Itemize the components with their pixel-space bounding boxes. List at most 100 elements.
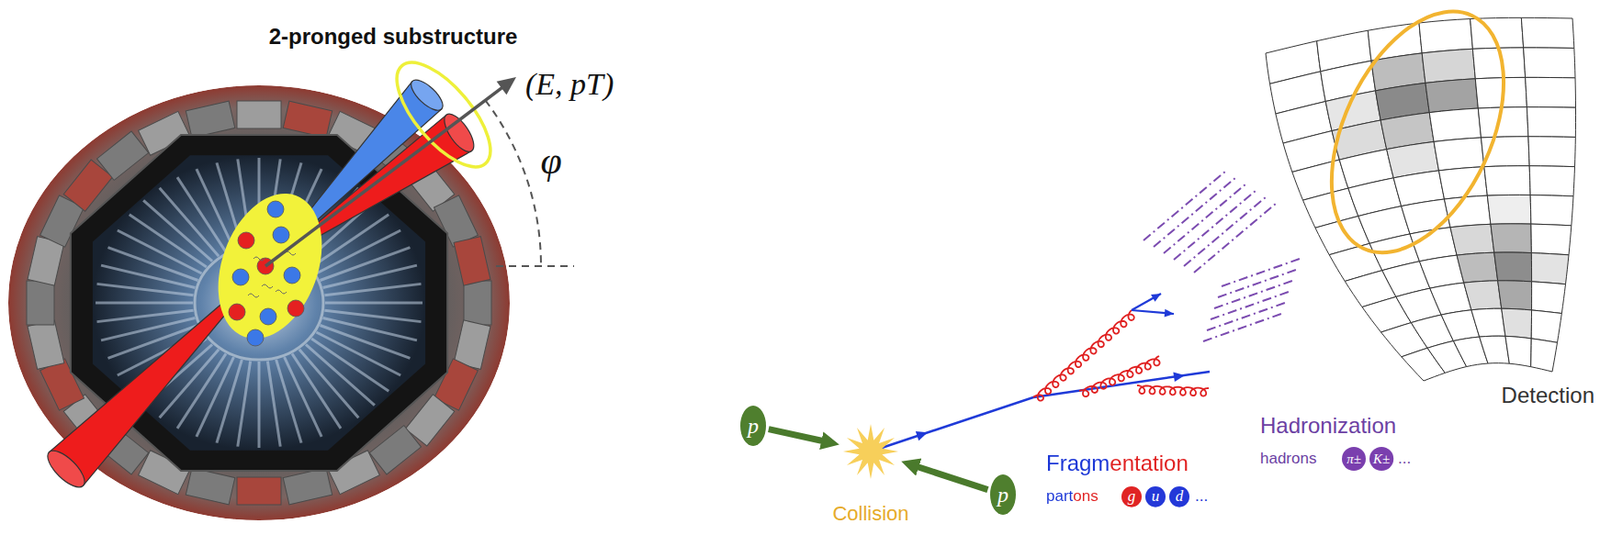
hadron-dot <box>247 329 264 347</box>
detector-strut <box>177 353 226 429</box>
gluon-curl <box>1033 310 1135 402</box>
calorimeter-grid <box>1265 17 1577 382</box>
detector-strut <box>97 310 194 322</box>
momentum-label: (E, pT) <box>525 66 614 102</box>
gluon-squiggle <box>261 284 273 289</box>
hadron-dot <box>283 267 301 284</box>
ellipsis: ... <box>1397 450 1411 469</box>
particle-symbol: p <box>997 483 1009 508</box>
detector-panel <box>453 236 491 286</box>
jet-cone-end <box>406 75 449 116</box>
event-label: Collision <box>832 503 909 526</box>
detector-strut <box>267 360 281 447</box>
calorimeter-cell <box>1419 19 1473 54</box>
jet-cone-end <box>439 109 480 157</box>
quark-arrowhead <box>915 431 928 441</box>
calorimeter-cell <box>1531 253 1569 285</box>
hadron-dot <box>267 201 284 218</box>
hadron-circle-outline <box>1341 447 1366 472</box>
detector-photo <box>8 85 510 521</box>
detector-panel <box>463 281 492 326</box>
proton-ellipse: p <box>740 405 767 447</box>
angle-label: φ <box>540 138 562 183</box>
hadron-track <box>1194 202 1277 273</box>
calorimeter-cell <box>1490 224 1532 254</box>
calorimeter-cell <box>1471 308 1506 338</box>
calorimeter-cell <box>1425 78 1478 113</box>
hadron-track <box>1183 196 1267 267</box>
parton-circle-outline <box>1145 486 1166 508</box>
detector-strut <box>101 318 195 341</box>
detector-rim <box>8 85 510 521</box>
calorimeter-cell <box>1421 48 1476 83</box>
hadron-dot <box>232 269 249 286</box>
detector-strut <box>216 360 242 444</box>
detector-strut <box>320 247 411 282</box>
hadron-track <box>1221 259 1300 287</box>
calorimeter-cell <box>1523 47 1576 79</box>
calorimeter-cell <box>1521 17 1575 48</box>
detector-strut <box>324 310 421 322</box>
beam-arrow <box>768 429 827 443</box>
parton-circle: g <box>1121 486 1142 508</box>
calorimeter-cell <box>1450 224 1495 256</box>
quark-line <box>1131 293 1161 311</box>
ellipsis: ... <box>1194 487 1208 507</box>
detector-strut <box>95 302 193 305</box>
particle-symbol: u <box>1151 488 1161 507</box>
parton-circle-outline <box>1121 486 1142 508</box>
beam-arrow <box>913 465 989 490</box>
detector-panel <box>185 468 235 506</box>
parton-circle: d <box>1169 486 1190 508</box>
calorimeter-cell <box>1526 107 1576 138</box>
hadron-circle-outline <box>1369 447 1394 472</box>
momentum-arrow <box>265 84 507 267</box>
detector-panel <box>185 101 235 138</box>
quark-line <box>870 371 1210 452</box>
particle-symbol: K± <box>1373 451 1390 468</box>
reference-axis <box>495 265 575 268</box>
detector-panel <box>236 477 282 506</box>
quark-arrowhead <box>1172 371 1185 383</box>
calorimeter-cell <box>1479 336 1510 364</box>
hadron-circle: π± <box>1341 447 1366 472</box>
detector-strut <box>284 357 323 438</box>
calorimeter-cell <box>1484 166 1531 196</box>
calorimeter-cell <box>1494 252 1533 282</box>
detector-panel <box>282 101 332 138</box>
detector-panel <box>282 468 332 506</box>
gluon-curl <box>1137 385 1209 397</box>
proton-ellipse-outline <box>740 405 767 447</box>
calorimeter-cell <box>1532 281 1567 315</box>
calorimeter-cell <box>1477 107 1529 138</box>
hadron-track <box>1163 183 1247 254</box>
panel-title: 2-pronged substructure <box>269 23 519 50</box>
angle-arc <box>484 100 541 267</box>
particle-symbol: d <box>1175 488 1184 507</box>
proton-ellipse: p <box>990 474 1016 516</box>
detector-strut <box>97 283 194 295</box>
jet-cluster-ring <box>1296 0 1539 281</box>
calorimeter-cell <box>1529 166 1575 197</box>
detector-strut <box>323 318 417 341</box>
stage-label: Hadronization <box>1260 413 1397 440</box>
quark-arrowhead <box>1164 309 1174 318</box>
particle-symbol: g <box>1127 488 1137 507</box>
gluon-squiggle <box>247 293 260 298</box>
hadron-dot <box>259 308 277 326</box>
stage-sublabel: hadrons <box>1260 450 1317 469</box>
collision-burst <box>843 424 899 480</box>
detector-strut <box>196 169 235 249</box>
calorimeter-cell <box>1498 281 1533 311</box>
collision-star-shape <box>841 422 901 482</box>
calorimeter-cell <box>1429 108 1481 142</box>
detector-strut <box>324 283 421 295</box>
calorimeter-cell <box>1531 310 1562 343</box>
detector-strut <box>101 265 195 288</box>
hadron-circle: K± <box>1369 447 1394 472</box>
hadron-dot <box>287 300 305 317</box>
hadron-dot <box>237 232 255 249</box>
detector-panel <box>27 320 65 370</box>
detector-strut <box>325 302 423 305</box>
